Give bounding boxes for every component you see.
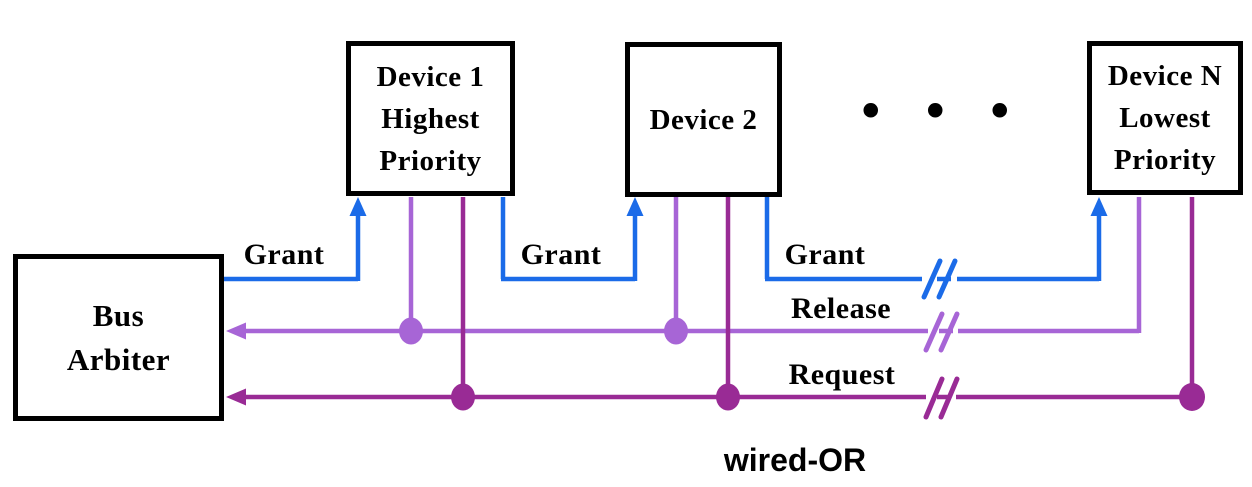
bus-arbiter-label-line: Arbiter [66, 341, 171, 377]
grant-break-icon [921, 258, 958, 300]
release-label: Release [790, 292, 892, 325]
request-junction-dot-deviceN-icon [1179, 383, 1205, 411]
release-signal-lines [226, 197, 1142, 353]
request-arrowhead-arbiter-icon [226, 388, 246, 406]
bus-arbiter-label-line: Bus [92, 297, 145, 333]
request-junction-dot-device1-icon [451, 383, 475, 411]
request-signal-lines [226, 197, 1205, 420]
device-n-label-line: Device N [1107, 60, 1223, 92]
grant-label-2: Grant [520, 238, 602, 271]
release-break-icon [923, 311, 960, 353]
grant-arrowhead-device1-icon [349, 197, 367, 216]
request-break-icon [923, 376, 960, 420]
device-1-label-line: Priority [379, 144, 482, 177]
device-n-label-line: Lowest [1119, 102, 1211, 134]
device-2-label-line: Device 2 [649, 103, 758, 136]
bus-arbiter-box: Bus Arbiter [13, 254, 224, 421]
grant-label-1: Grant [243, 238, 325, 271]
release-junction-dot-device2-icon [664, 317, 688, 345]
grant-arrowhead-deviceN-icon [1090, 197, 1108, 216]
device-1-box: Device 1 Highest Priority [346, 41, 515, 196]
wired-or-caption: wired-OR [723, 442, 867, 478]
grant-arrowhead-device2-icon [626, 197, 644, 216]
device-2-box: Device 2 [625, 42, 782, 197]
ellipsis-dots-icon: ••• [856, 83, 1050, 141]
device-1-label-line: Device 1 [376, 60, 485, 93]
request-junction-dot-device2-icon [716, 383, 740, 411]
device-1-label-line: Highest [381, 102, 480, 135]
device-n-box: Device N Lowest Priority [1087, 41, 1243, 195]
release-junction-dot-device1-icon [399, 317, 423, 345]
device-n-label-line: Priority [1113, 144, 1217, 176]
request-label: Request [788, 358, 896, 391]
grant-signal-lines [224, 197, 1108, 300]
release-arrowhead-arbiter-icon [226, 322, 246, 340]
grant-label-3: Grant [784, 238, 866, 271]
